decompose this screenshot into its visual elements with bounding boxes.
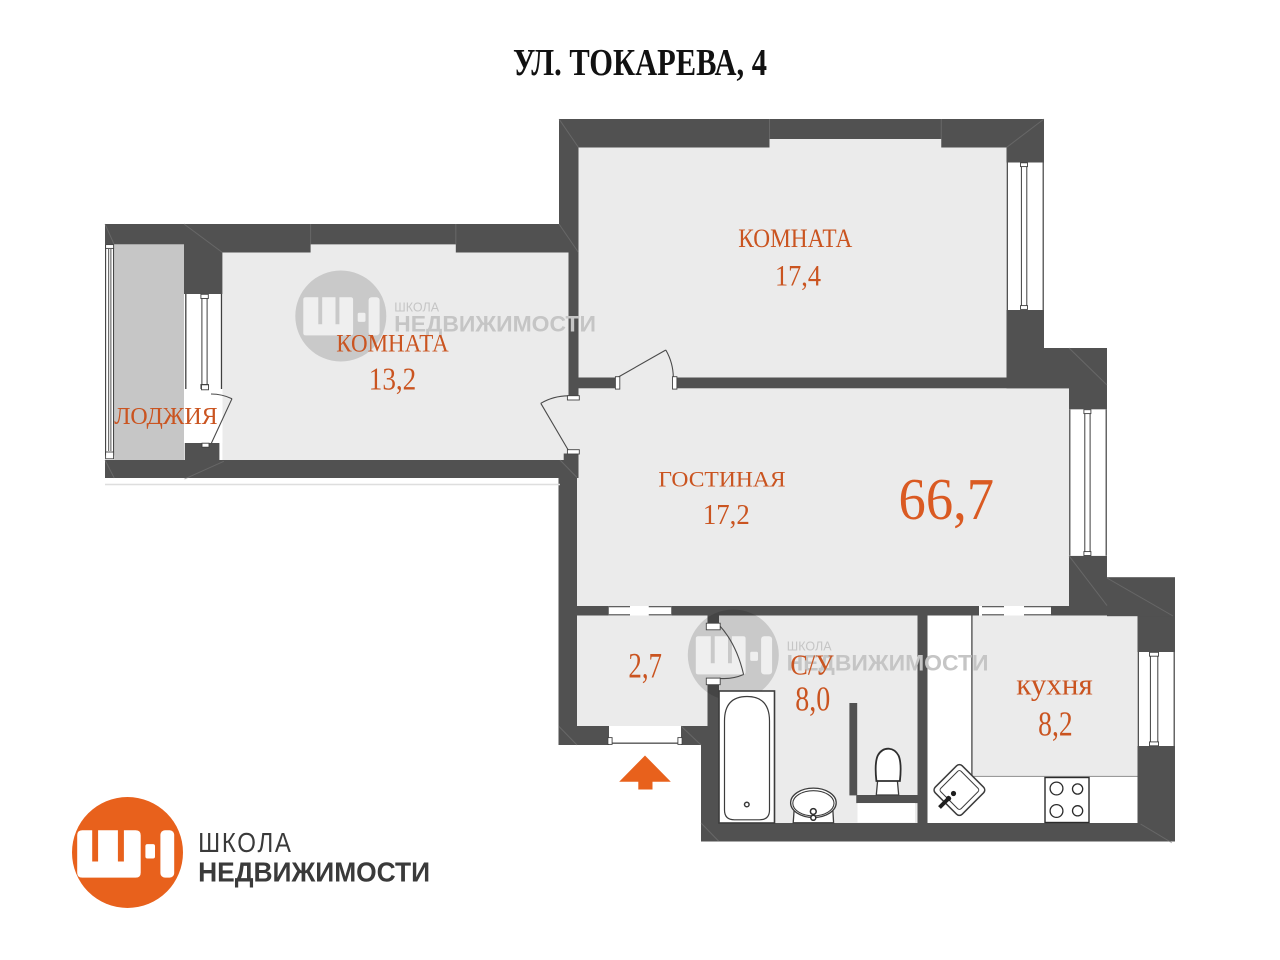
svg-text:2,7: 2,7 (628, 646, 662, 686)
svg-text:ШКОЛА: ШКОЛА (198, 827, 293, 858)
svg-text:ЛОДЖИЯ: ЛОДЖИЯ (114, 404, 217, 430)
svg-text:кухня: кухня (1016, 667, 1093, 702)
svg-text:ШКОЛА: ШКОЛА (394, 301, 443, 315)
svg-text:8,0: 8,0 (795, 680, 830, 719)
svg-text:С/У: С/У (790, 651, 834, 682)
svg-text:УЛ. ТОКАРЕВА, 4: УЛ. ТОКАРЕВА, 4 (513, 42, 767, 84)
svg-text:17,2: 17,2 (703, 500, 750, 531)
svg-text:КОМНАТА: КОМНАТА (336, 330, 449, 357)
svg-text:НЕДВИЖИМОСТИ: НЕДВИЖИМОСТИ (394, 312, 596, 337)
svg-text:НЕДВИЖИМОСТИ: НЕДВИЖИМОСТИ (787, 651, 989, 676)
svg-text:КОМНАТА: КОМНАТА (738, 224, 852, 253)
svg-text:ШКОЛА: ШКОЛА (787, 640, 836, 654)
svg-text:17,4: 17,4 (775, 260, 821, 292)
svg-text:НЕДВИЖИМОСТИ: НЕДВИЖИМОСТИ (198, 856, 430, 887)
svg-text:13,2: 13,2 (369, 360, 417, 396)
svg-text:8,2: 8,2 (1038, 706, 1073, 744)
svg-text:ГОСТИНАЯ: ГОСТИНАЯ (658, 467, 785, 492)
svg-text:66,7: 66,7 (899, 466, 995, 532)
